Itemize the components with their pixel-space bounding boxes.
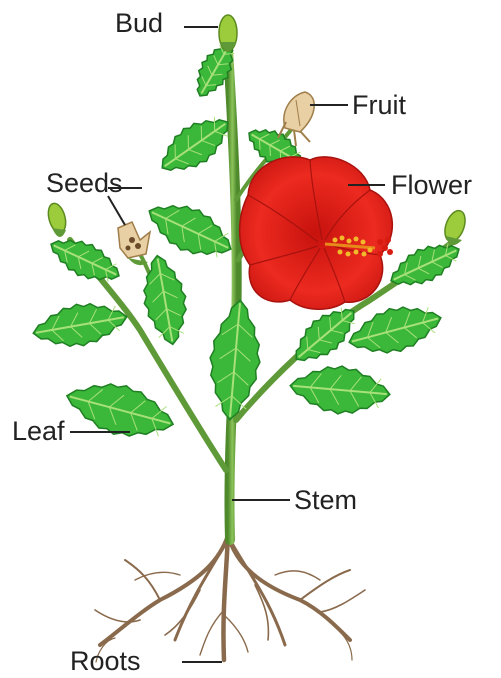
label-seeds: Seeds [46,170,123,197]
leaf-7 [30,296,131,354]
seeds-leader-d [108,196,125,225]
label-roots: Roots [70,648,141,675]
bud-left [45,201,68,237]
leaf-9 [205,298,265,422]
label-leaf: Leaf [12,418,65,445]
label-flower: Flower [391,172,472,199]
hibiscus-flower [240,157,393,309]
label-stem: Stem [294,487,357,514]
leaf-2 [151,106,239,185]
seeds-capsule [118,222,150,265]
bud-top [219,15,237,51]
roots [95,535,365,662]
label-fruit: Fruit [352,92,406,119]
leaf-4 [140,191,240,269]
leaf-8 [60,372,179,449]
label-bud: Bud [115,10,163,37]
bud-right [441,208,469,245]
leaf-12 [288,362,392,419]
leaf-6 [44,229,126,292]
